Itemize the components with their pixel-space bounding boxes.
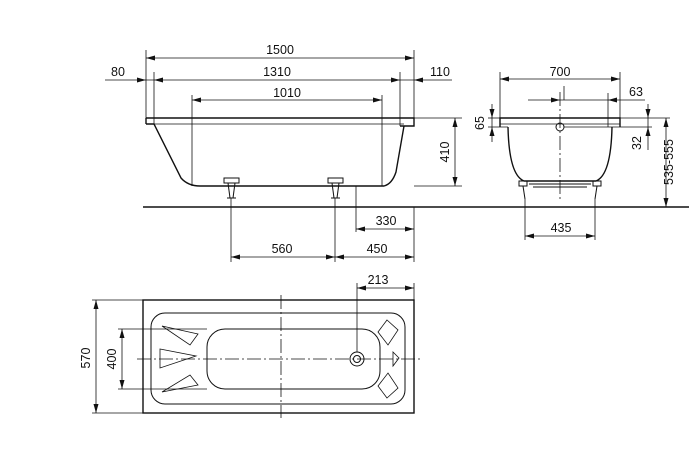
dim-560: 560 xyxy=(272,242,293,256)
dim-32: 32 xyxy=(630,136,644,150)
dim-1010: 1010 xyxy=(273,86,301,100)
dim-410: 410 xyxy=(438,142,452,163)
dim-213: 213 xyxy=(368,273,389,287)
dim-65: 65 xyxy=(473,116,487,130)
dim-535-555: 535-555 xyxy=(662,139,676,185)
end-feet xyxy=(518,180,602,200)
dim-80: 80 xyxy=(111,65,125,79)
dim-330: 330 xyxy=(376,214,397,228)
dim-700: 700 xyxy=(550,65,571,79)
tub-body xyxy=(146,123,405,187)
end-view: 700 63 65 32 535-555 435 xyxy=(473,65,676,240)
dim-450: 450 xyxy=(367,242,388,256)
dim-63: 63 xyxy=(629,85,643,99)
right-foot xyxy=(327,177,344,199)
dim-1310: 1310 xyxy=(263,65,291,79)
side-view: 1500 80 1310 110 1010 410 330 560 xyxy=(105,43,689,262)
plan-outer-rim xyxy=(142,299,415,414)
dim-1500: 1500 xyxy=(266,43,294,57)
left-foot xyxy=(223,177,240,199)
dim-570: 570 xyxy=(79,348,93,369)
plan-view: 213 570 400 xyxy=(79,273,420,418)
tub-rim xyxy=(146,117,415,127)
dim-400: 400 xyxy=(105,349,119,370)
plan-inner-rim xyxy=(150,312,406,405)
dim-110: 110 xyxy=(430,65,450,79)
plan-left-ribs xyxy=(159,325,199,393)
dim-435: 435 xyxy=(551,221,572,235)
